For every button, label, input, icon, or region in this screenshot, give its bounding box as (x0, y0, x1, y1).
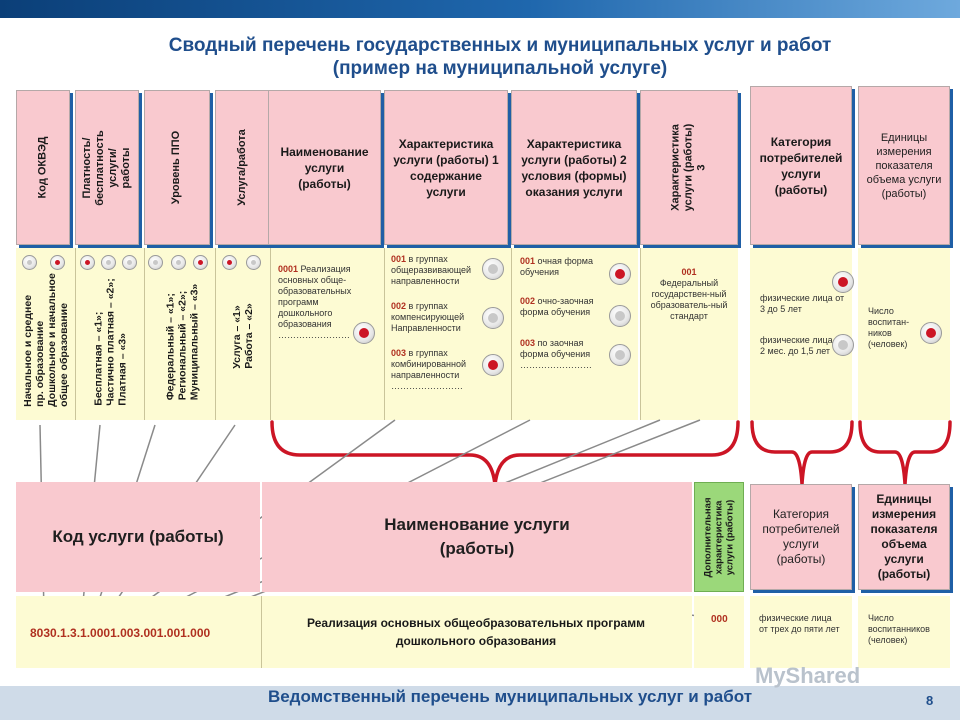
char1-cell-text: 001 в группах общеразвивающей направленн… (391, 254, 472, 391)
payment-radio-1[interactable] (80, 255, 95, 270)
units-bracket (858, 420, 952, 485)
name-bracket (270, 420, 740, 486)
bottom-yellow-row (16, 596, 692, 668)
bottom-category-text: физические лица от трех до пяти лет (759, 613, 840, 634)
category-radio-2[interactable] (832, 334, 854, 356)
char2-radio-2[interactable] (609, 305, 631, 327)
header-char3: Характеристика услуги (работы) 3 (640, 90, 738, 245)
name-radio[interactable] (353, 322, 375, 344)
char1-radio-3[interactable] (482, 354, 504, 376)
divider (261, 596, 262, 668)
divider (215, 248, 216, 420)
footer-title: Ведомственный перечень муниципальных усл… (267, 687, 753, 706)
bottom-header-category: Категория потребителей услуги (работы) (750, 484, 852, 590)
bottom-category-cell (750, 596, 852, 668)
service-name: Реализация основных общеобразовательных … (307, 616, 645, 648)
divider (384, 248, 385, 420)
bottom-header-name: Наименование услуги (работы) (262, 482, 692, 592)
footer-bar (0, 686, 960, 720)
category-radio-1[interactable] (832, 271, 854, 293)
bottom-units-text: Число воспитанников (человек) (868, 613, 930, 645)
units-radio[interactable] (920, 322, 942, 344)
level-radio-3[interactable] (193, 255, 208, 270)
name-cell-text: 0001 Реализация основных обще-образовате… (278, 264, 352, 340)
service-code: 8030.1.3.1.0001.003.001.001.000 (30, 626, 211, 640)
header-units: Единицы измерения показателя объема услу… (858, 86, 950, 245)
okved-radio-1[interactable] (22, 255, 37, 270)
top-yellow-row (16, 248, 638, 420)
header-char2: Характеристика услуги (работы) 2 условия… (511, 90, 637, 245)
char2-radio-1[interactable] (609, 263, 631, 285)
char3-cell (640, 248, 738, 420)
char3-cell-text: 001 Федеральный государствен-ный образов… (650, 267, 728, 321)
top-banner (0, 0, 960, 18)
page-number: 8 (926, 693, 934, 708)
divider (144, 248, 145, 420)
units-cell-text: Число воспитан-ников (человек) (868, 306, 910, 349)
bottom-units-cell (858, 596, 950, 668)
level-radio-2[interactable] (171, 255, 186, 270)
header-char1: Характеристика услуги (работы) 1 содержа… (384, 90, 508, 245)
divider (75, 248, 76, 420)
header-level: Уровень ППО (144, 90, 210, 245)
divider (270, 248, 271, 420)
char1-radio-1[interactable] (482, 258, 504, 280)
brand-watermark: MyShared (755, 663, 861, 688)
char2-cell-text: 001 очная форма обучения 002 очно-заочна… (520, 256, 594, 370)
bottom-header-code: Код услуги (работы) (16, 482, 260, 592)
extra-code: 000 (711, 614, 728, 625)
bottom-extra-cell (694, 596, 744, 668)
title-line-2: (пример на муниципальной услуге) (332, 58, 668, 79)
slide-title: Сводный перечень государственных и муниц… (60, 34, 940, 80)
divider (511, 248, 512, 420)
char1-radio-2[interactable] (482, 307, 504, 329)
header-okved: Код ОКВЭД (16, 90, 70, 245)
payment-radio-3[interactable] (122, 255, 137, 270)
service-radio-2[interactable] (246, 255, 261, 270)
okved-radio-2[interactable] (50, 255, 65, 270)
bottom-header-units: Единицы измерения показателя объема услу… (858, 484, 950, 590)
header-name: Наименование услуги (работы) (268, 90, 381, 245)
header-payment: Платность/бесплатность услуги/работы (75, 90, 139, 245)
title-line-1: Сводный перечень государственных и муниц… (168, 35, 832, 56)
char2-radio-3[interactable] (609, 344, 631, 366)
category-cell-text: физические лица от 3 до 5 лет физические… (760, 293, 845, 356)
payment-radio-2[interactable] (101, 255, 116, 270)
service-radio-1[interactable] (222, 255, 237, 270)
level-radio-1[interactable] (148, 255, 163, 270)
bottom-header-extra: Дополнительная характеристика услуги (ра… (694, 482, 744, 592)
category-bracket (750, 420, 854, 485)
header-category: Категория потребителей услуги (работы) (750, 86, 852, 245)
